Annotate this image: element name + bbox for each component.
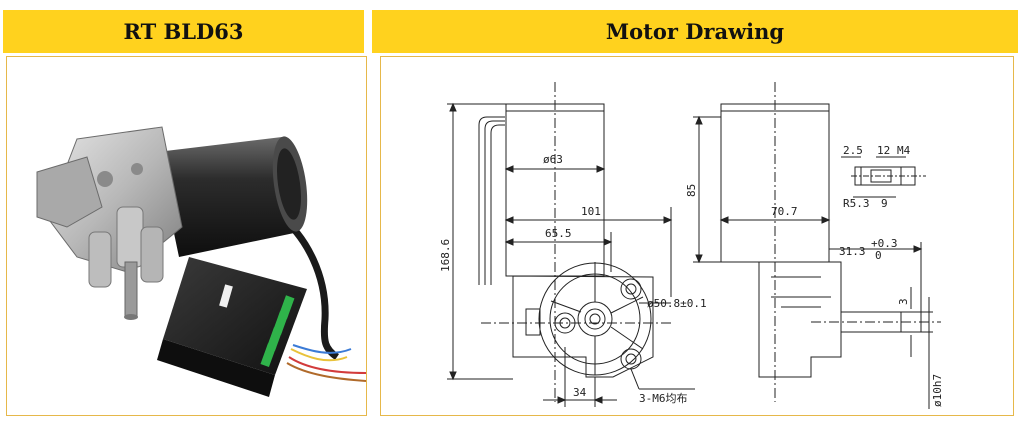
dim-tolerance-plus: +0.3: [871, 237, 898, 250]
side-view: [693, 82, 941, 409]
front-view: [447, 82, 695, 407]
dim-radius-5-3: R5.3: [843, 197, 870, 210]
motor-drawing-panel: ø63 101 65.5 168.6 34 ø50.8±0.1 3-M6均布 8…: [380, 56, 1014, 416]
dim-diameter-63: ø63: [543, 153, 563, 166]
dim-2-5: 2.5: [843, 144, 863, 157]
dim-height-85: 85: [685, 184, 698, 197]
product-title-bar: RT BLD63: [3, 10, 364, 53]
dim-length-65-5: 65.5: [545, 227, 572, 240]
drawing-title-bar: Motor Drawing: [372, 10, 1018, 53]
dim-tolerance-zero: 0: [875, 249, 882, 262]
drawing-title: Motor Drawing: [605, 19, 785, 44]
shaft-detail-view: [841, 156, 926, 198]
gearbox: [36, 126, 183, 320]
dim-key-3: 3: [897, 298, 910, 305]
technical-drawing: ø63 101 65.5 168.6 34 ø50.8±0.1 3-M6均布 8…: [439, 82, 944, 409]
dim-9: 9: [881, 197, 888, 210]
dim-12: 12: [877, 144, 890, 157]
product-title: RT BLD63: [123, 19, 244, 44]
dim-height-168-6: 168.6: [439, 239, 452, 272]
dim-m4-thread: M4: [897, 144, 911, 157]
dim-m6-holes: 3-M6均布: [639, 392, 688, 405]
motor-product-illustration: [36, 126, 366, 397]
dim-width-34: 34: [573, 386, 587, 399]
motor-body: [157, 136, 308, 257]
dim-shaft-diameter-10: ø10h7: [931, 374, 944, 407]
driver-controller: [157, 257, 307, 397]
dim-length-31-3: 31.3: [839, 245, 866, 258]
dim-diameter-50-8: ø50.8±0.1: [647, 297, 707, 310]
dim-length-70-7: 70.7: [771, 205, 798, 218]
dim-length-101: 101: [581, 205, 601, 218]
product-photo-panel: [6, 56, 367, 416]
